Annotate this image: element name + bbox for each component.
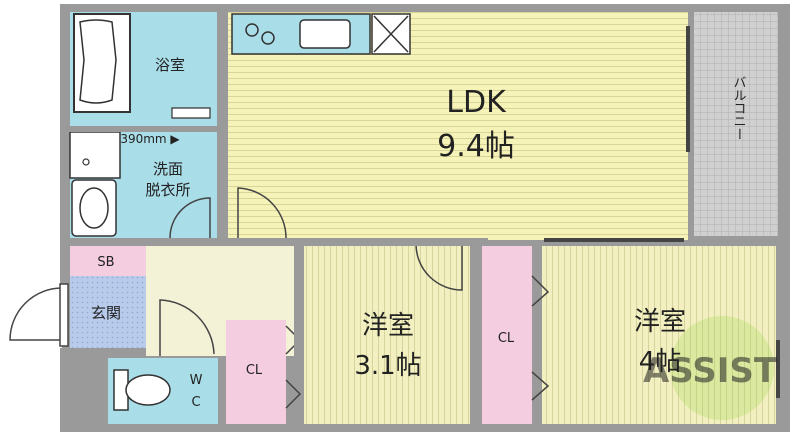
width-note: 390mm ▶: [120, 132, 180, 146]
west-closet-label: CL: [246, 363, 263, 378]
bath-label: 浴室: [155, 56, 185, 74]
ldk-door-swing: [237, 187, 287, 239]
wc-door-swing: [159, 299, 215, 356]
entrance-label: 玄関: [91, 304, 121, 322]
balcony-label: バルコニー: [731, 76, 747, 141]
ldk-size: 9.4帖: [437, 129, 515, 164]
shoebox-area: [70, 246, 146, 276]
logo-text: ASSIST: [643, 351, 778, 391]
west-closet-area: [226, 320, 286, 424]
stove-burner-icon: [261, 31, 275, 45]
west-room-area: [304, 246, 470, 424]
wc-label-line1: W: [190, 373, 203, 388]
east-closet-area: [480, 246, 532, 424]
wash-label-line1: 洗面: [153, 160, 183, 178]
entrance-door: [59, 283, 69, 347]
logo-mark: [670, 316, 774, 420]
east-room-label: 洋室: [634, 307, 686, 337]
wash-label-line2: 脱衣所: [145, 181, 190, 199]
entrance-area: [70, 276, 146, 348]
bath-door: [171, 107, 211, 119]
east-closet-label: CL: [498, 331, 515, 346]
balcony-area: [694, 12, 778, 236]
east-closet-doors: [531, 275, 550, 401]
east-room-area: [542, 246, 776, 424]
toilet-icon: [125, 374, 171, 406]
sb-label: SB: [97, 255, 114, 270]
entrance-door-swing: [9, 287, 63, 341]
washing-machine-space: [69, 131, 121, 179]
west-room-label: 洋室: [362, 311, 414, 341]
wc-label-line2: C: [191, 395, 200, 410]
east-room-size: 4帖: [639, 347, 682, 377]
west-room-size: 3.1帖: [354, 351, 421, 381]
ldk-label: LDK: [446, 85, 507, 120]
west-room-door-swing: [415, 243, 463, 291]
washroom-door-swing: [169, 197, 211, 239]
sink-icon: [299, 19, 351, 49]
stove-burner-icon: [245, 23, 259, 37]
fridge-cross-icon: [373, 15, 409, 53]
